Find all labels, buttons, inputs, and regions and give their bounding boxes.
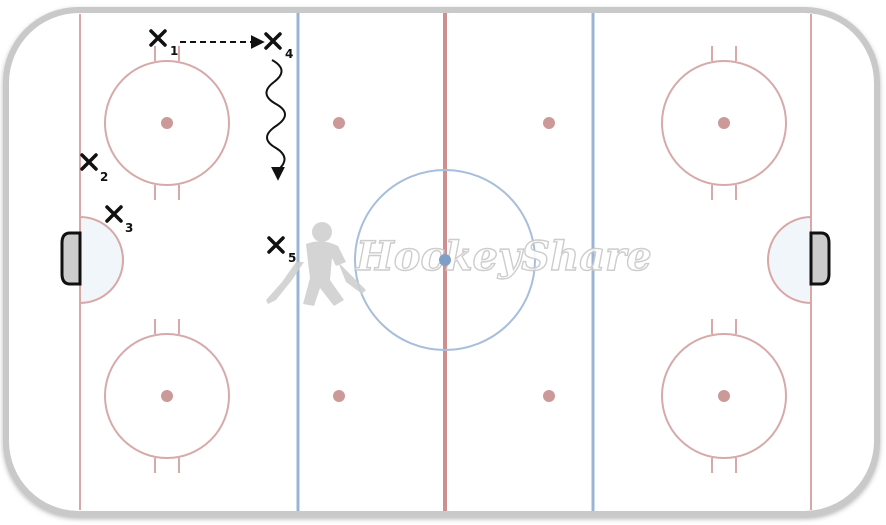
faceoff-circle-top-right (661, 46, 787, 200)
player-1: 1 (149, 29, 178, 58)
player-number: 4 (285, 47, 293, 61)
player-5: 5 (267, 236, 296, 265)
player-3: 3 (105, 205, 133, 235)
center-dot (439, 254, 451, 266)
player-2: 2 (80, 153, 108, 184)
goal-net-left (60, 231, 82, 286)
neutral-dot-top-left (333, 117, 345, 129)
player-number: 2 (100, 170, 108, 184)
hockey-player-icon (266, 222, 366, 306)
neutral-dot-bottom-right (543, 390, 555, 402)
skate-arrow-4 (265, 59, 286, 181)
faceoff-circle-bottom-left (104, 319, 230, 473)
x-marker-icon (149, 29, 167, 47)
watermark-text: HockeyShare (355, 233, 652, 280)
player-4: 4 (264, 32, 293, 61)
player-number: 5 (288, 251, 296, 265)
neutral-dot-bottom-left (333, 390, 345, 402)
neutral-dot-top-right (543, 117, 555, 129)
player-number: 1 (170, 44, 178, 58)
goal-crease-left (79, 215, 124, 305)
x-marker-icon (80, 153, 98, 171)
watermark: HockeyShare (266, 222, 652, 306)
center-circle (354, 169, 536, 351)
x-marker-icon (267, 236, 285, 254)
x-marker-icon (105, 205, 123, 223)
x-marker-icon (264, 32, 282, 50)
faceoff-circle-bottom-right (661, 319, 787, 473)
goal-net-right (809, 231, 831, 286)
goal-crease-right (767, 215, 812, 305)
faceoff-circle-top-left (104, 46, 230, 200)
player-number: 3 (125, 221, 133, 235)
